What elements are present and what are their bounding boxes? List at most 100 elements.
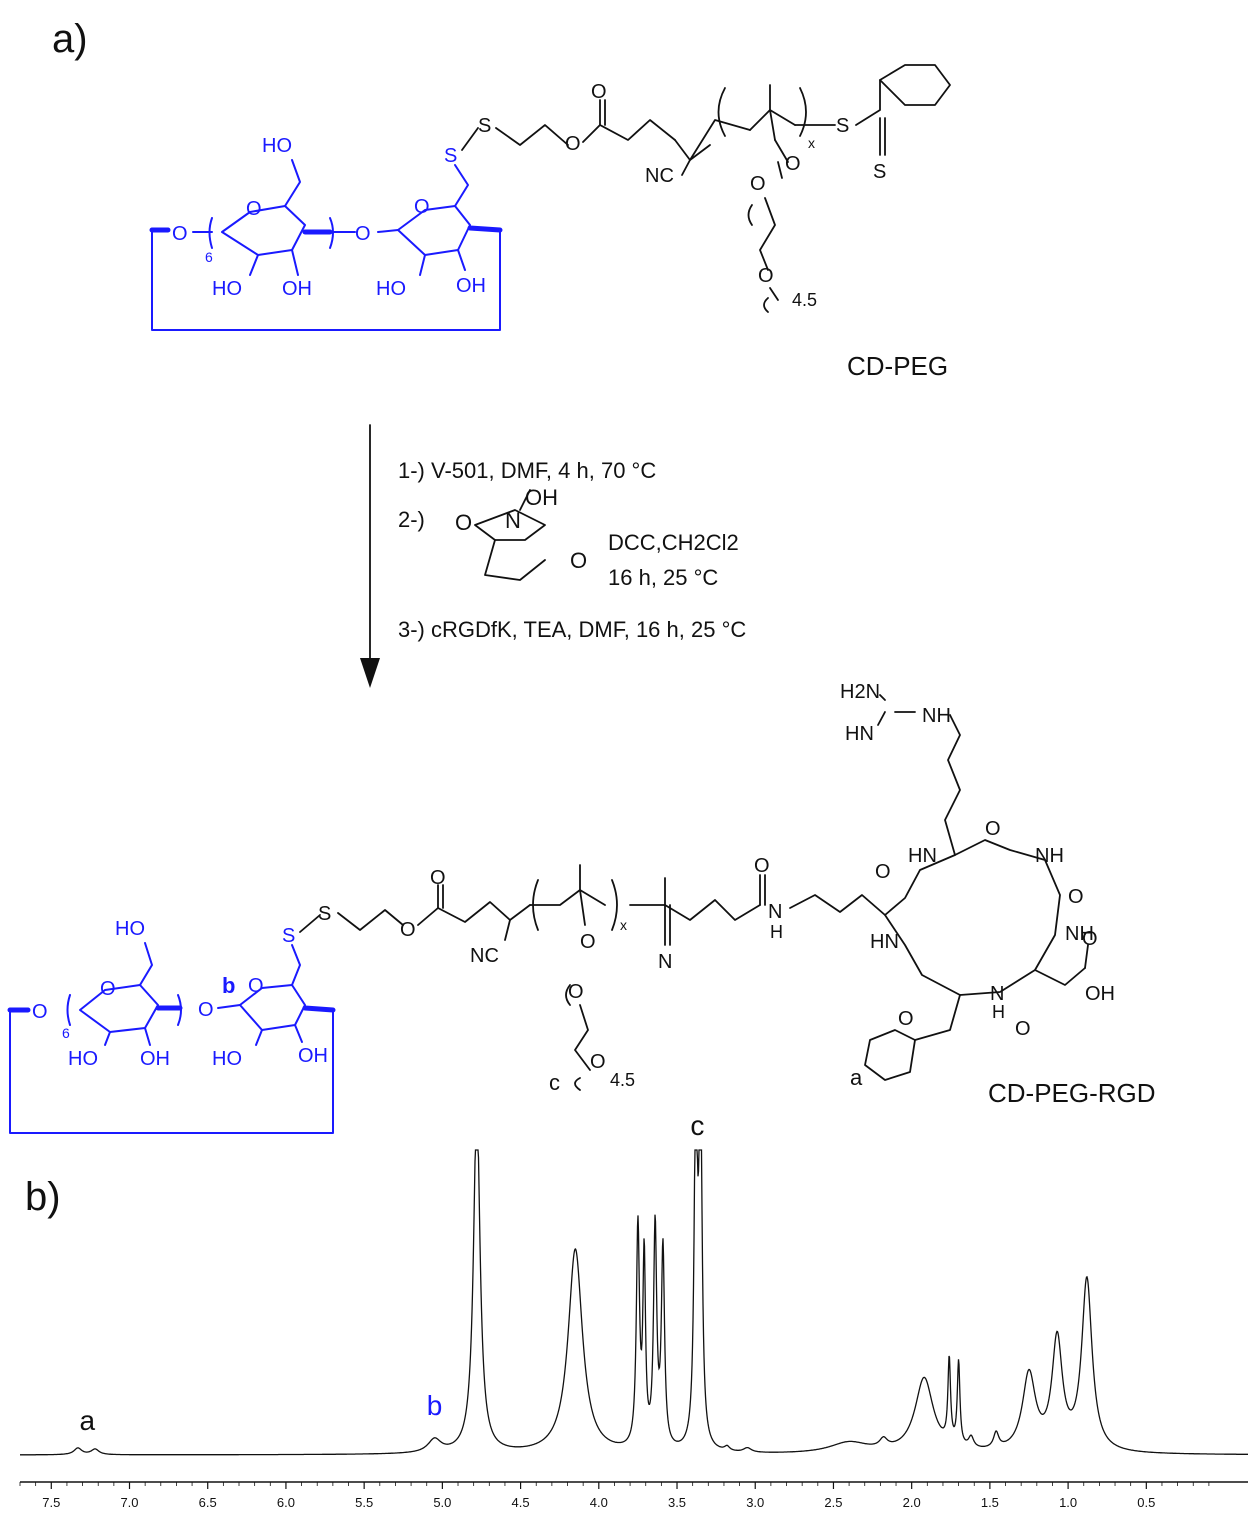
- reaction-arrow: [360, 424, 380, 688]
- x-tick-label: 2.5: [824, 1495, 842, 1510]
- svg-text:O: O: [565, 133, 581, 155]
- x-tick-label: 2.0: [903, 1495, 921, 1510]
- svg-text:HO: HO: [376, 278, 406, 300]
- svg-text:c: c: [549, 1070, 560, 1095]
- x-tick-label: 1.5: [981, 1495, 999, 1510]
- svg-text:O: O: [32, 1001, 48, 1023]
- svg-text:OH: OH: [298, 1045, 328, 1067]
- svg-text:x: x: [620, 917, 627, 933]
- x-tick-label: 7.5: [42, 1495, 60, 1510]
- svg-text:O: O: [1082, 928, 1098, 950]
- svg-text:O: O: [898, 1008, 914, 1030]
- svg-text:S: S: [478, 115, 491, 137]
- svg-text:O: O: [750, 173, 766, 195]
- svg-text:OH: OH: [140, 1048, 170, 1070]
- svg-text:x: x: [808, 135, 815, 151]
- nhs-structure: O N OH O: [455, 485, 587, 581]
- svg-text:O: O: [198, 999, 214, 1021]
- svg-text:b: b: [222, 973, 235, 998]
- step-2-reagents: DCC,CH2Cl2: [608, 530, 739, 555]
- svg-text:N: N: [658, 951, 672, 973]
- x-tick-label: 5.0: [433, 1495, 451, 1510]
- step-2-label: 2-): [398, 507, 425, 532]
- svg-text:HO: HO: [212, 278, 242, 300]
- svg-text:HN: HN: [870, 931, 899, 953]
- x-tick-label: 4.0: [590, 1495, 608, 1510]
- svg-text:O: O: [172, 223, 188, 245]
- svg-text:O: O: [570, 548, 587, 573]
- panel-a-label: a): [52, 17, 88, 61]
- cd-peg-rgd-label: CD-PEG-RGD: [988, 1078, 1156, 1108]
- svg-text:S: S: [318, 903, 331, 925]
- svg-text:NC: NC: [645, 165, 674, 187]
- svg-text:S: S: [873, 161, 886, 183]
- x-tick-label: 6.0: [277, 1495, 295, 1510]
- svg-text:4.5: 4.5: [610, 1070, 635, 1090]
- x-tick-label: 6.5: [199, 1495, 217, 1510]
- svg-text:O: O: [591, 81, 607, 103]
- step-2-conditions: 16 h, 25 °C: [608, 565, 718, 590]
- svg-text:H2N: H2N: [840, 681, 880, 703]
- svg-text:N: N: [768, 901, 782, 923]
- svg-text:O: O: [1015, 1018, 1031, 1040]
- x-tick-label: 3.0: [746, 1495, 764, 1510]
- step-1: 1-) V-501, DMF, 4 h, 70 °C: [398, 458, 656, 483]
- x-tick-label: 4.5: [512, 1495, 530, 1510]
- svg-text:HO: HO: [262, 135, 292, 157]
- cd-peg-label: CD-PEG: [847, 351, 948, 381]
- svg-text:N: N: [505, 508, 521, 533]
- svg-text:O: O: [400, 919, 416, 941]
- cd-peg-rgd-structure: O 6 O HO HO OH O b O S HO OH S O O NC: [7, 681, 1115, 1134]
- svg-text:O: O: [785, 153, 801, 175]
- svg-text:OH: OH: [456, 275, 486, 297]
- svg-text:O: O: [246, 198, 262, 220]
- svg-text:OH: OH: [282, 278, 312, 300]
- svg-text:O: O: [355, 223, 371, 245]
- svg-text:HN: HN: [845, 723, 874, 745]
- svg-text:O: O: [590, 1051, 606, 1073]
- svg-text:O: O: [580, 931, 596, 953]
- svg-text:S: S: [282, 925, 295, 947]
- svg-text:6: 6: [205, 249, 213, 265]
- svg-text:O: O: [248, 975, 264, 997]
- svg-text:4.5: 4.5: [792, 290, 817, 310]
- svg-text:HO: HO: [68, 1048, 98, 1070]
- svg-text:N: N: [990, 983, 1004, 1005]
- x-tick-label: 3.5: [668, 1495, 686, 1510]
- x-tick-label: 0.5: [1137, 1495, 1155, 1510]
- svg-text:H: H: [770, 922, 783, 942]
- step-3: 3-) cRGDfK, TEA, DMF, 16 h, 25 °C: [398, 617, 746, 642]
- svg-text:NC: NC: [470, 945, 499, 967]
- svg-text:S: S: [444, 145, 457, 167]
- svg-text:NH: NH: [1065, 923, 1094, 945]
- panel-b-label: b): [25, 1175, 61, 1219]
- svg-text:O: O: [754, 855, 770, 877]
- svg-text:H: H: [992, 1002, 1005, 1022]
- svg-text:O: O: [985, 818, 1001, 840]
- cd-peg-structure: O O 6 HO HO OH O O S HO OH S O O: [149, 64, 951, 331]
- svg-text:O: O: [1068, 886, 1084, 908]
- svg-text:O: O: [430, 867, 446, 889]
- svg-text:O: O: [455, 510, 472, 535]
- svg-text:NH: NH: [1035, 845, 1064, 867]
- peak-label-b: b: [427, 1390, 443, 1421]
- x-tick-label: 1.0: [1059, 1495, 1077, 1510]
- spectrum-trace: [20, 1149, 1248, 1456]
- svg-text:OH: OH: [525, 485, 558, 510]
- svg-text:HO: HO: [115, 918, 145, 940]
- svg-text:NH: NH: [922, 705, 951, 727]
- peak-label-a: a: [79, 1405, 95, 1436]
- svg-text:O: O: [100, 978, 116, 1000]
- svg-text:HO: HO: [212, 1048, 242, 1070]
- svg-text:O: O: [568, 981, 584, 1003]
- peak-label-c: c: [690, 1110, 704, 1141]
- svg-text:a: a: [850, 1065, 863, 1090]
- svg-text:O: O: [875, 861, 891, 883]
- svg-text:S: S: [836, 115, 849, 137]
- svg-text:O: O: [414, 196, 430, 218]
- svg-text:6: 6: [62, 1025, 70, 1041]
- svg-text:OH: OH: [1085, 983, 1115, 1005]
- x-tick-label: 5.5: [355, 1495, 373, 1510]
